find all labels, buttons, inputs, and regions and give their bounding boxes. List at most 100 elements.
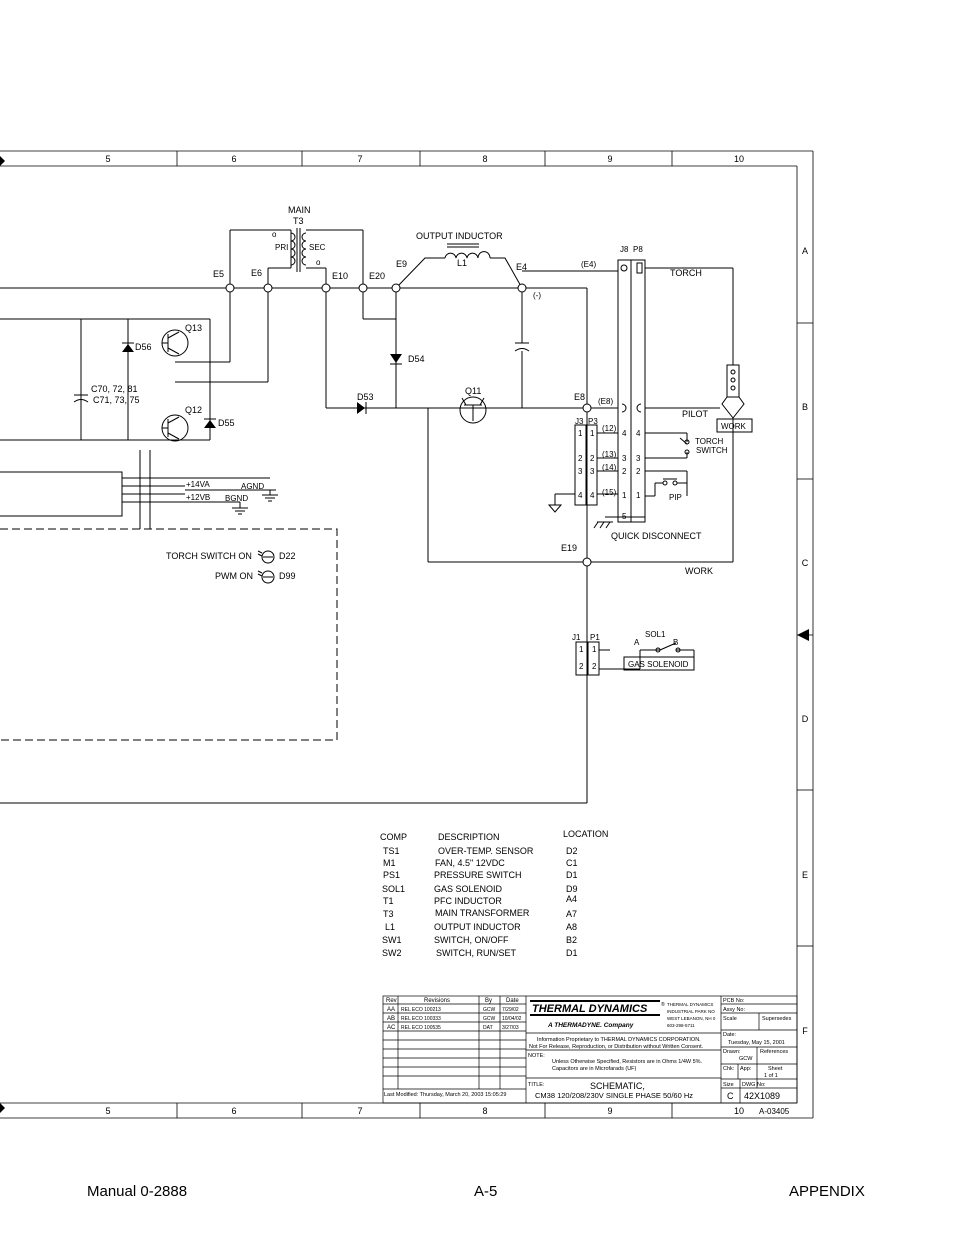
dwg-label: DWG No: bbox=[742, 1082, 766, 1088]
note-1: Unless Otherwise Specified, Resistors ar… bbox=[552, 1059, 703, 1065]
label-e9: E9 bbox=[396, 259, 407, 269]
company-subsidiary: A THERMADYNE. Company bbox=[547, 1022, 634, 1029]
label-wire-14: (14) bbox=[602, 463, 617, 472]
frame-arrow-right bbox=[797, 629, 809, 641]
pin-j1-1b: 1 bbox=[592, 645, 597, 654]
legend-comp-3: PS1 bbox=[383, 870, 400, 880]
rev-header: Rev bbox=[386, 998, 397, 1004]
pin-j3-2a: 2 bbox=[578, 454, 583, 463]
pin-qd-4b: 4 bbox=[636, 429, 641, 438]
quick-disconnect-fittings bbox=[620, 262, 643, 413]
pin-j3-2b: 2 bbox=[590, 454, 595, 463]
pin-qd-5: 5 bbox=[622, 512, 627, 521]
col-label-bottom-5: 5 bbox=[105, 1106, 110, 1116]
col-label-top-8: 8 bbox=[482, 154, 487, 164]
proprietary-2: Not For Release, Reproduction, or Distri… bbox=[529, 1044, 704, 1050]
label-pri: PRI bbox=[275, 243, 288, 252]
company-logo: THERMAL DYNAMICS ® A THERMADYNE. Company bbox=[530, 1000, 665, 1029]
label-pilot: PILOT bbox=[682, 409, 709, 419]
legend-desc-8: SWITCH, ON/OFF bbox=[434, 935, 509, 945]
label-pip: PIP bbox=[669, 493, 682, 502]
legend-comp-9: SW2 bbox=[382, 948, 402, 958]
pin-j3-4a: 4 bbox=[578, 491, 583, 500]
pin-qd-1a: 1 bbox=[622, 491, 627, 500]
label-e8-paren: (E8) bbox=[598, 397, 613, 406]
pin-j1-1a: 1 bbox=[579, 645, 584, 654]
legend-comp-5: T1 bbox=[383, 896, 394, 906]
label-c71: C71, 73, 75 bbox=[93, 395, 140, 405]
rev-3-date: 3/27/03 bbox=[502, 1025, 519, 1031]
label-sec: SEC bbox=[309, 243, 326, 252]
legend-comp-4: SOL1 bbox=[382, 884, 405, 894]
row-label-d: D bbox=[802, 714, 809, 724]
address-3: WEST LEBANON, NH 0 bbox=[667, 1016, 716, 1021]
label-output-inductor: OUTPUT INDUCTOR bbox=[416, 231, 503, 241]
rev-2-desc: REL ECO 100333 bbox=[401, 1016, 441, 1022]
legend-comp-1: TS1 bbox=[383, 846, 400, 856]
label-a: A bbox=[634, 638, 640, 647]
label-e4: E4 bbox=[516, 262, 527, 272]
title-block bbox=[382, 995, 798, 1104]
rev-2-date: 10/04/02 bbox=[502, 1016, 522, 1022]
col-label-top-7: 7 bbox=[357, 154, 362, 164]
last-modified: Last Modified: Thursday, March 20, 2003 … bbox=[384, 1092, 506, 1098]
legend-desc-6: MAIN TRANSFORMER bbox=[435, 908, 530, 918]
label-agnd: AGND bbox=[241, 482, 264, 491]
drawn-value: GCW bbox=[739, 1056, 753, 1062]
supersedes: Supersedes bbox=[762, 1016, 792, 1022]
assy-no: Assy No: bbox=[723, 1007, 745, 1013]
legend-header-comp: COMP bbox=[380, 832, 407, 842]
legend-desc-4: GAS SOLENOID bbox=[434, 884, 503, 894]
company-name: THERMAL DYNAMICS bbox=[532, 1003, 648, 1015]
label-pwm-on: PWM ON bbox=[215, 571, 253, 581]
legend-loc-6: A7 bbox=[566, 909, 577, 919]
label-sol1: SOL1 bbox=[645, 630, 666, 639]
label-j3: J3 bbox=[575, 417, 584, 426]
diode-d53 bbox=[357, 402, 365, 414]
rev-1-by: GCW bbox=[483, 1007, 496, 1013]
address-1: THERMAL DYNAMICS bbox=[667, 1002, 713, 1007]
col-label-top-6: 6 bbox=[231, 154, 236, 164]
footer-manual-number: Manual 0-2888 bbox=[87, 1183, 188, 1200]
revisions-header: Revisions bbox=[424, 998, 450, 1004]
label-wire-12: (12) bbox=[602, 424, 617, 433]
scale: Scale bbox=[723, 1016, 737, 1022]
legend-loc-2: C1 bbox=[566, 858, 578, 868]
label-v12b: +12VB bbox=[186, 493, 210, 502]
rev-2: AB bbox=[387, 1016, 395, 1022]
by-header: By bbox=[485, 998, 492, 1004]
label-torch: TORCH bbox=[670, 268, 702, 278]
legend-header-description: DESCRIPTION bbox=[438, 832, 500, 842]
pin-qd-2a: 2 bbox=[622, 467, 627, 476]
label-e8: E8 bbox=[574, 392, 585, 402]
transistor-q12 bbox=[161, 414, 189, 442]
label-q13: Q13 bbox=[185, 323, 202, 333]
label-wire-13: (13) bbox=[602, 450, 617, 459]
label-e19: E19 bbox=[561, 543, 577, 553]
title-line-1: SCHEMATIC, bbox=[590, 1081, 645, 1091]
label-p3: P3 bbox=[588, 417, 598, 426]
label-l1: L1 bbox=[457, 258, 467, 268]
references: References bbox=[760, 1049, 788, 1055]
diode-d56 bbox=[122, 344, 134, 352]
label-dot-2: o bbox=[316, 258, 321, 267]
row-label-a: A bbox=[802, 246, 808, 256]
rev-2-by: GCW bbox=[483, 1016, 496, 1022]
pin-qd-4a: 4 bbox=[622, 429, 627, 438]
size-value: C bbox=[727, 1091, 734, 1101]
col-label-bottom-8: 8 bbox=[482, 1106, 487, 1116]
legend-loc-1: D2 bbox=[566, 846, 578, 856]
main-transformer-t3 bbox=[290, 228, 307, 272]
legend-loc-3: D1 bbox=[566, 870, 578, 880]
led-d22 bbox=[257, 550, 275, 564]
capacitor-bank bbox=[73, 394, 89, 403]
col-label-top-9: 9 bbox=[607, 154, 612, 164]
pin-qd-2b: 2 bbox=[636, 467, 641, 476]
legend-desc-1: OVER-TEMP. SENSOR bbox=[438, 846, 534, 856]
label-d56: D56 bbox=[135, 342, 152, 352]
pin-j1-2a: 2 bbox=[579, 662, 584, 671]
frame-arrow-left-bottom bbox=[0, 1103, 5, 1113]
display-pcb-region bbox=[0, 528, 338, 741]
pin-j1-2b: 2 bbox=[592, 662, 597, 671]
